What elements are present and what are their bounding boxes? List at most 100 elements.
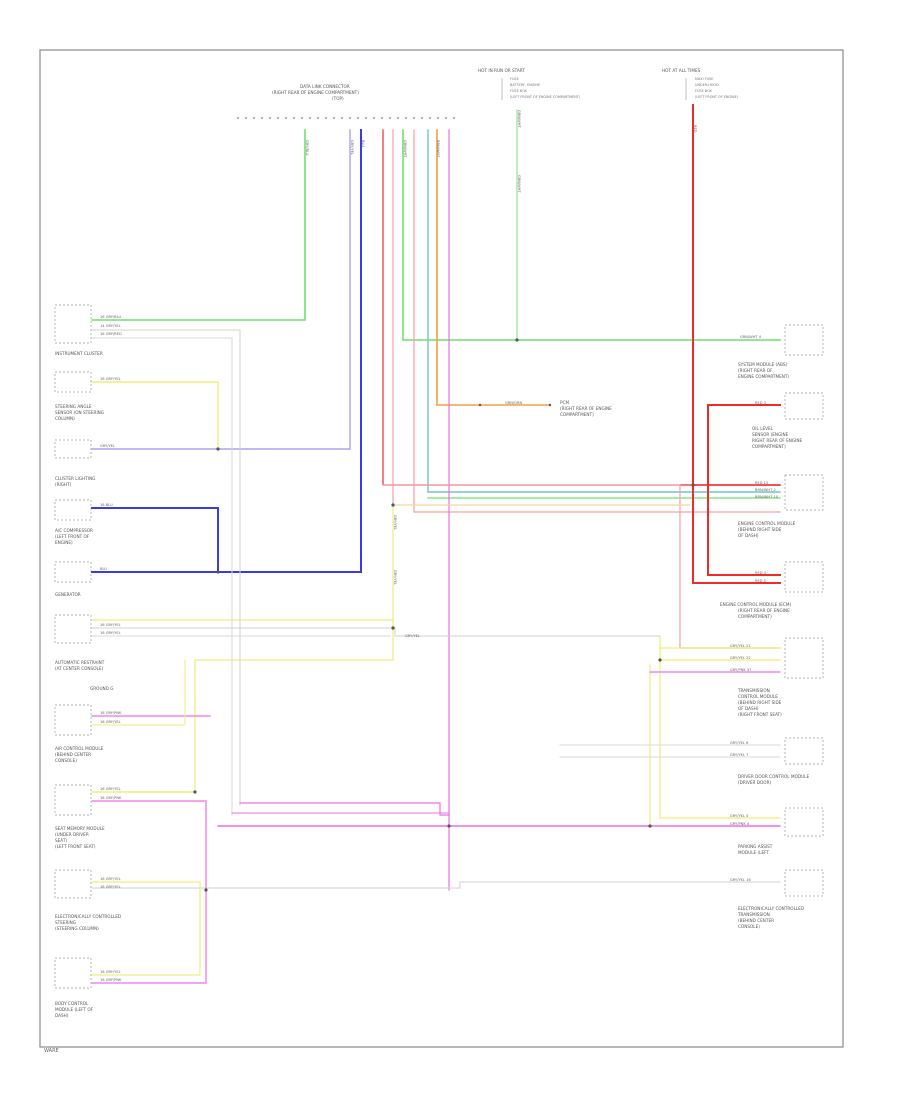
svg-text:GRY/YEL 5: GRY/YEL 5 xyxy=(730,814,748,818)
svg-text:OIL LEVEL: OIL LEVEL xyxy=(752,426,774,431)
wire-yellow-tcm xyxy=(659,635,781,819)
svg-text:GRY/YEL 21: GRY/YEL 21 xyxy=(730,644,751,648)
svg-text:GRY/PNK 37: GRY/PNK 37 xyxy=(730,668,751,672)
svg-text:FUSE BOX: FUSE BOX xyxy=(510,89,528,93)
svg-text:CLUSTER LIGHTING: CLUSTER LIGHTING xyxy=(55,476,95,481)
wire-pink-ecm-lower xyxy=(382,484,781,649)
svg-text:(RIGHT REAR OF ENGINE: (RIGHT REAR OF ENGINE xyxy=(738,608,790,613)
svg-text:GENERATOR: GENERATOR xyxy=(55,592,81,597)
splices xyxy=(193,338,695,892)
svg-text:RED 15: RED 15 xyxy=(755,481,768,485)
svg-text:GRN/ORN: GRN/ORN xyxy=(505,401,523,405)
svg-text:GRY/YEL: GRY/YEL xyxy=(393,570,397,585)
svg-text:16 GRY/YEL: 16 GRY/YEL xyxy=(100,623,121,627)
svg-text:16 GRY/YEL: 16 GRY/YEL xyxy=(100,885,121,889)
svg-text:COMPARTMENT): COMPARTMENT) xyxy=(752,444,786,449)
svg-text:GRY/YEL 22: GRY/YEL 22 xyxy=(730,656,751,660)
connector-pin-row xyxy=(237,117,455,119)
svg-text:GRN/WHT: GRN/WHT xyxy=(517,175,521,193)
steering-wheel-sensor-box xyxy=(54,869,92,899)
svg-text:(BEHIND CENTER: (BEHIND CENTER xyxy=(55,752,91,757)
wire-grey-1 xyxy=(91,329,241,806)
svg-text:(RIGHT FRONT SEAT): (RIGHT FRONT SEAT) xyxy=(738,712,782,717)
electronically-controlled-box xyxy=(784,869,824,897)
svg-text:16 GRY/RED: 16 GRY/RED xyxy=(100,332,122,336)
svg-text:TRANSMISSION: TRANSMISSION xyxy=(737,688,770,693)
svg-text:AUTOMATIC RESTRAINT: AUTOMATIC RESTRAINT xyxy=(55,660,105,665)
svg-text:PCM: PCM xyxy=(560,400,569,405)
wire-blue-ac xyxy=(91,507,219,573)
steering-angle-sensor-box xyxy=(54,371,92,393)
svg-text:RED 5: RED 5 xyxy=(755,579,766,583)
svg-text:(STEERING COLUMN): (STEERING COLUMN) xyxy=(55,926,99,931)
wire-green-abs xyxy=(402,129,781,341)
svg-text:(BEHIND CENTER: (BEHIND CENTER xyxy=(738,918,774,923)
svg-text:ENGINE COMPARTMENT): ENGINE COMPARTMENT) xyxy=(738,374,789,379)
ac-compressor-box xyxy=(54,499,92,521)
svg-text:CONTROL MODULE: CONTROL MODULE xyxy=(738,694,778,699)
wire-pink-2 xyxy=(413,129,781,513)
svg-text:COMPARTMENT): COMPARTMENT) xyxy=(560,412,594,417)
wires xyxy=(91,104,781,984)
svg-text:OF DASH): OF DASH) xyxy=(738,706,759,711)
svg-text:16 GRY/YEL: 16 GRY/YEL xyxy=(100,877,121,881)
svg-text:(AT CENTER CONSOLE): (AT CENTER CONSOLE) xyxy=(55,666,103,671)
cluster-lighting-box xyxy=(54,439,92,459)
svg-text:(LEFT FRONT SEAT): (LEFT FRONT SEAT) xyxy=(55,844,96,849)
left-labels: INSTRUMENT CLUSTER STEERING ANGLE SENSOR… xyxy=(55,351,121,1018)
svg-text:16 GRY/YEL: 16 GRY/YEL xyxy=(100,720,121,724)
wire-magenta-low2 xyxy=(239,802,450,816)
hot-in-run-header: HOT IN RUN OR START FUSE BATTERY, ENGINE… xyxy=(478,68,581,100)
wire-yellow-3 xyxy=(91,659,394,793)
svg-text:GRY/YEL: GRY/YEL xyxy=(100,444,115,448)
svg-text:CONSOLE): CONSOLE) xyxy=(738,924,760,929)
wire-lavender-1 xyxy=(91,129,351,450)
hot-at-all-times-header: HOT AT ALL TIMES MAXI FUSE UNDER-HOOD FU… xyxy=(662,68,739,100)
generator-box xyxy=(54,561,92,583)
parking-assist-box xyxy=(784,807,824,837)
wire-grey-5 xyxy=(91,881,781,889)
wire-yellow-airbag xyxy=(91,659,186,726)
svg-text:(BEHIND RIGHT SIDE: (BEHIND RIGHT SIDE xyxy=(738,527,782,532)
svg-text:(LEFT FRONT OF ENGINE): (LEFT FRONT OF ENGINE) xyxy=(695,95,739,99)
svg-text:A/C COMPRESSOR: A/C COMPRESSOR xyxy=(55,528,93,533)
svg-text:BODY CONTROL: BODY CONTROL xyxy=(55,1001,89,1006)
svg-text:GRN/WHT: GRN/WHT xyxy=(403,140,407,158)
svg-text:BRN/WHT 10: BRN/WHT 10 xyxy=(755,495,779,499)
svg-text:OF DASH): OF DASH) xyxy=(738,533,759,538)
data-link-connector: DATA LINK CONNECTOR (RIGHT REAR OF ENGIN… xyxy=(237,84,455,119)
svg-text:BATTERY, ENGINE: BATTERY, ENGINE xyxy=(510,83,540,87)
wire-red-ecm xyxy=(382,129,781,486)
svg-text:GRY/YEL: GRY/YEL xyxy=(350,140,354,155)
svg-text:BRN/WHT 2: BRN/WHT 2 xyxy=(755,488,776,492)
corner-label: WARE xyxy=(44,1048,59,1054)
wire-yellow-dlc xyxy=(91,504,394,621)
svg-text:ENGINE): ENGINE) xyxy=(55,540,73,545)
body-control-box xyxy=(54,957,92,989)
svg-text:HOT AT ALL TIMES: HOT AT ALL TIMES xyxy=(662,68,701,73)
svg-text:STEERING: STEERING xyxy=(55,920,76,925)
wire-magenta-bcm xyxy=(91,889,207,984)
svg-text:GRY/YEL 16: GRY/YEL 16 xyxy=(730,878,751,882)
svg-text:(LEFT FRONT OF: (LEFT FRONT OF xyxy=(55,534,90,539)
svg-text:16 GRY/BLU: 16 GRY/BLU xyxy=(100,315,121,319)
tcm-box xyxy=(784,637,824,679)
svg-text:HOT IN RUN OR START: HOT IN RUN OR START xyxy=(478,68,525,73)
svg-text:16 GRY/YEL: 16 GRY/YEL xyxy=(100,631,121,635)
svg-text:TRANSMISSION: TRANSMISSION xyxy=(737,912,770,917)
wire-green-instrument xyxy=(91,129,306,321)
svg-text:RED 3: RED 3 xyxy=(755,401,766,405)
left-components xyxy=(54,304,92,989)
diagram-frame xyxy=(39,49,844,1048)
svg-text:GRN/WHT 4: GRN/WHT 4 xyxy=(740,335,762,339)
oil-level-box xyxy=(784,392,824,420)
wire-cyan xyxy=(427,129,781,493)
vertical-wire-labels: GRY/BLU GRY/YEL BLU GRN/WHT BRN/WHT GRN/… xyxy=(305,110,697,585)
svg-text:14 GRY/YEL: 14 GRY/YEL xyxy=(100,324,121,328)
svg-text:BLU: BLU xyxy=(361,140,365,147)
wire-blue-generator xyxy=(91,129,362,573)
door-control-box xyxy=(784,737,824,765)
svg-text:RED 4: RED 4 xyxy=(755,571,767,575)
instrument-cluster-box xyxy=(54,304,92,344)
svg-text:16 GRY/PNK: 16 GRY/PNK xyxy=(100,796,122,800)
